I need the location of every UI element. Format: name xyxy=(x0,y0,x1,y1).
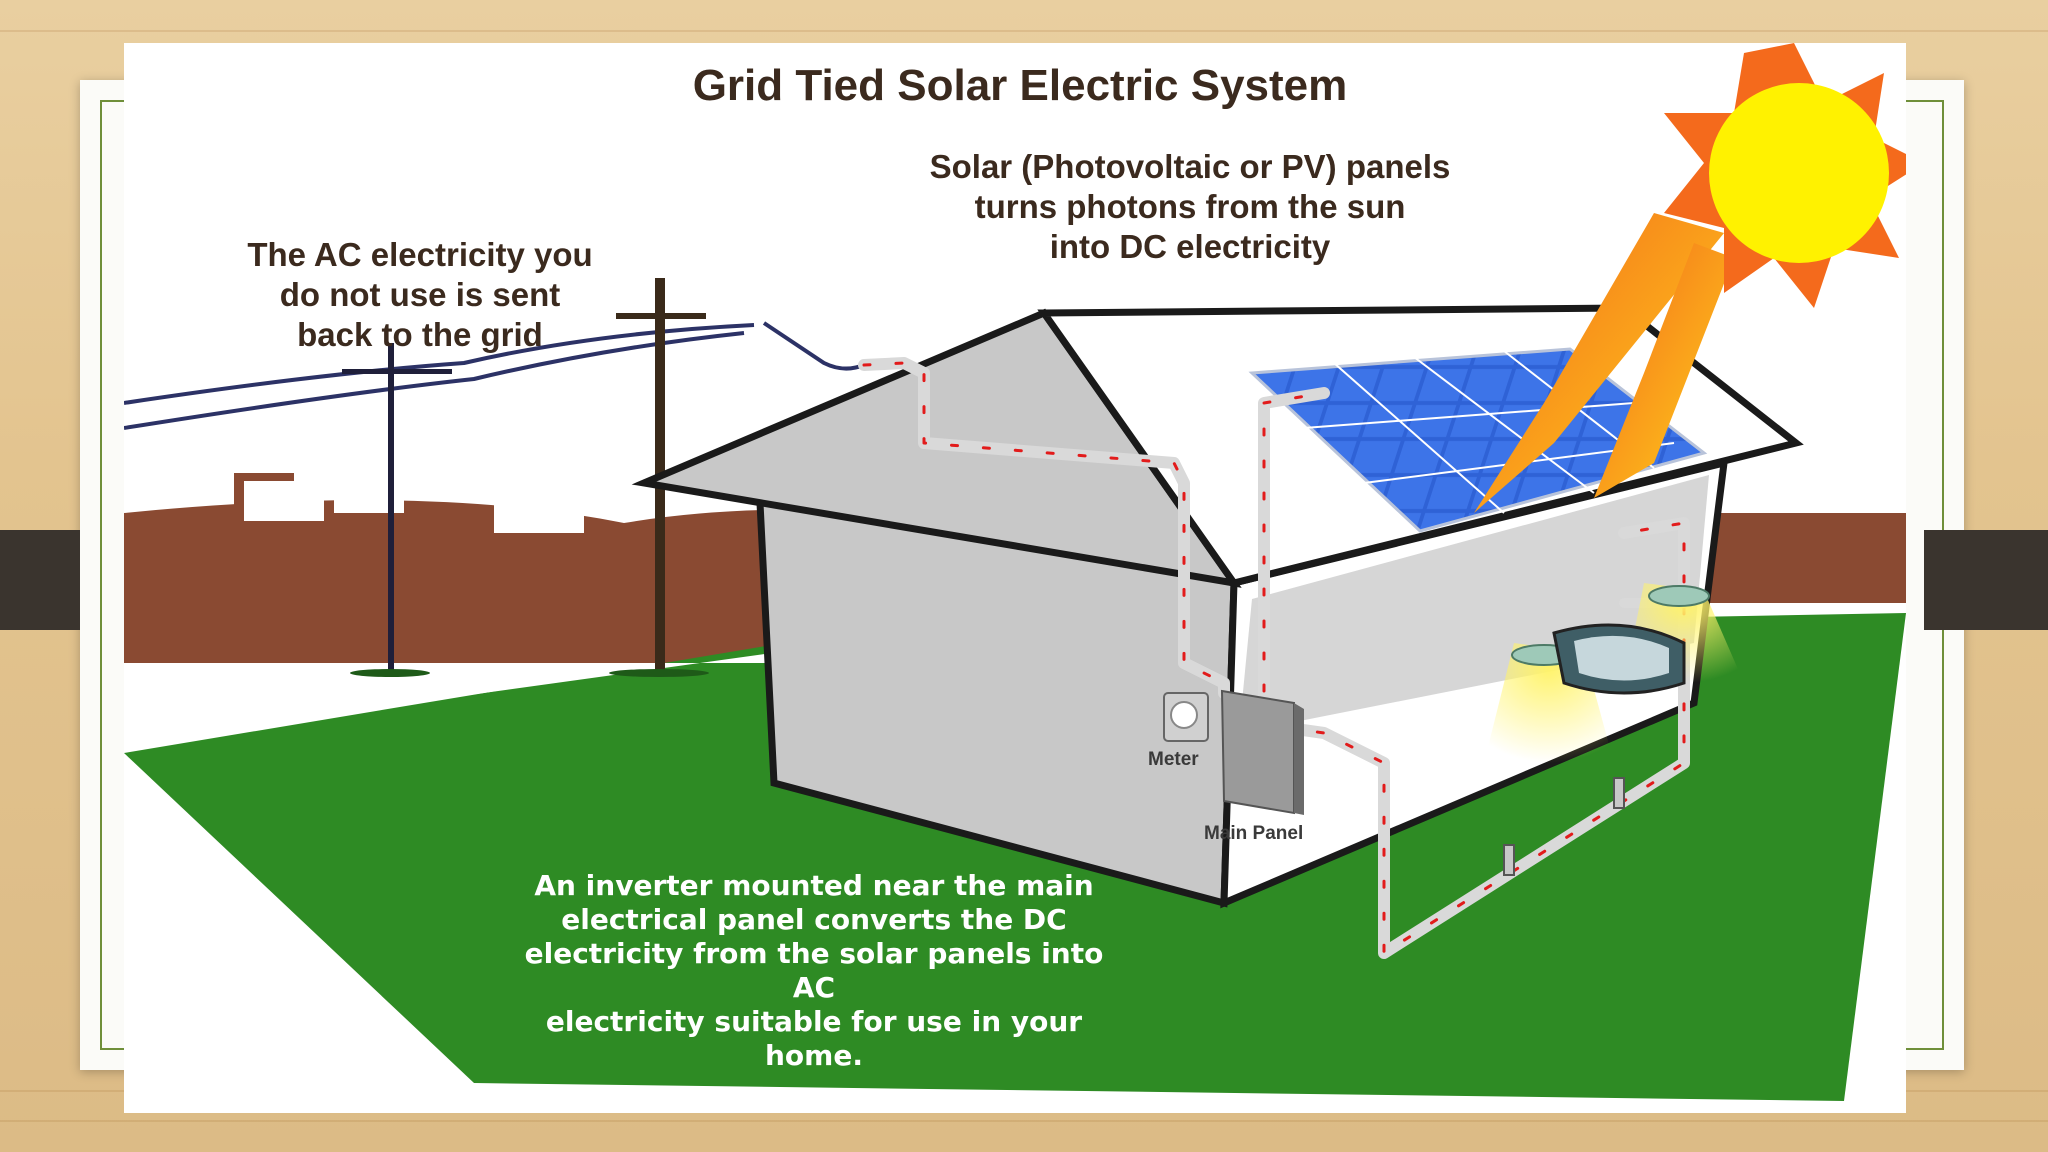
inverter-caption-line: electricity suitable for use in your hom… xyxy=(545,1005,1083,1072)
inverter-caption: An inverter mounted near the main electr… xyxy=(504,869,1124,1073)
utility-pole-1 xyxy=(342,343,452,677)
right-dark-band xyxy=(1924,530,2048,630)
inverter-caption-line: An inverter mounted near the main xyxy=(534,869,1094,902)
pv-caption-line: turns photons from the sun xyxy=(974,188,1406,225)
sun-icon xyxy=(1664,43,1906,308)
pv-caption-line: Solar (Photovoltaic or PV) panels xyxy=(929,148,1451,185)
grid-caption-line: The AC electricity you xyxy=(247,236,593,273)
grid-caption: The AC electricity you do not use is sen… xyxy=(222,235,618,355)
grid-caption-line: back to the grid xyxy=(297,316,543,353)
pv-caption-line: into DC electricity xyxy=(1049,228,1331,265)
sun-beam-1 xyxy=(1474,213,1724,513)
grid-caption-line: do not use is sent xyxy=(279,276,561,313)
wiring xyxy=(858,357,1690,959)
main-electrical-panel xyxy=(1220,689,1304,815)
inverter-caption-line: electrical panel converts the DC xyxy=(561,903,1067,936)
diagram-title: Grid Tied Solar Electric System xyxy=(692,61,1348,110)
sun-beam-2 xyxy=(1594,243,1734,498)
diagram-slide: Grid Tied Solar Electric System Solar (P… xyxy=(124,43,1906,1113)
left-dark-band xyxy=(0,530,80,630)
pv-panels-caption: Solar (Photovoltaic or PV) panels turns … xyxy=(880,147,1500,267)
inverter-caption-line: electricity from the solar panels into A… xyxy=(524,937,1104,1004)
electric-meter xyxy=(1163,692,1209,742)
power-lines xyxy=(124,321,865,430)
meter-label: Meter xyxy=(1148,749,1199,770)
television xyxy=(1552,623,1686,695)
diagram-scene xyxy=(124,43,1906,1101)
main-panel-label: Main Panel xyxy=(1204,823,1304,844)
